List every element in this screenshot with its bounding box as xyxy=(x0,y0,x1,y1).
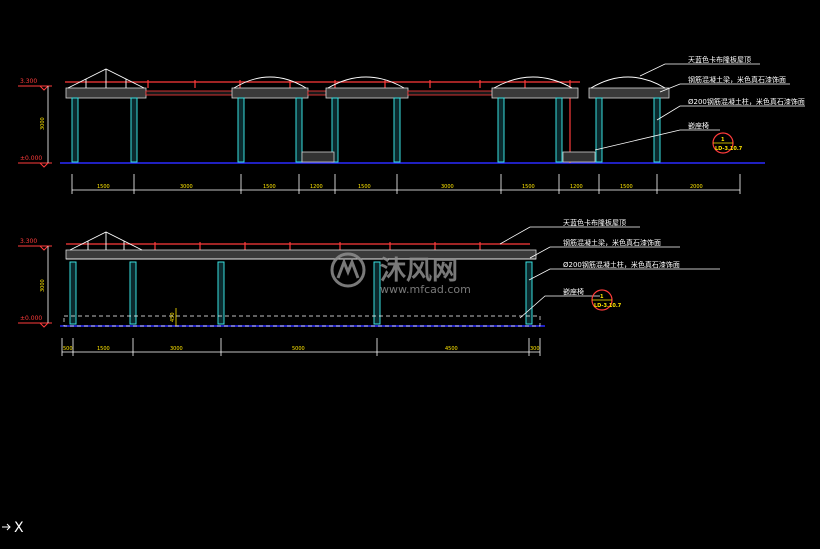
ucs-x-label: X xyxy=(14,520,24,536)
dim-text: 1500 xyxy=(358,184,371,190)
dim-text: 2000 xyxy=(690,184,703,190)
level-marker-top: 3.300 xyxy=(18,78,52,91)
elevation-bottom: 3.300 ±0.000 3000 xyxy=(18,218,720,356)
columns xyxy=(71,97,661,163)
level-marker-ground: ±0.000 xyxy=(18,155,52,168)
elevation-top: 3.300 ±0.000 3000 xyxy=(18,55,805,194)
dim-text: 1500 xyxy=(263,184,276,190)
dim-text: 1200 xyxy=(310,184,323,190)
beam-segments xyxy=(65,87,670,99)
callout-text: Ø200钢筋混凝土柱，米色真石漆饰面 xyxy=(688,97,805,106)
level-top-text: 3.300 xyxy=(20,238,37,245)
level-marker-ground: ±0.000 xyxy=(18,315,52,328)
level-ground-text: ±0.000 xyxy=(20,315,42,322)
callout-text: 天蓝色卡布隆板屋顶 xyxy=(688,55,751,64)
benches xyxy=(301,151,596,163)
callout-text: 嵌座椅 xyxy=(688,121,709,130)
dim-text: 1500 xyxy=(97,184,110,190)
mfcad-logo-icon xyxy=(330,252,366,288)
dim-text: 1500 xyxy=(620,184,633,190)
dim-text: 3000 xyxy=(180,184,193,190)
detail-tag[interactable]: 1 LD-3.10.7 xyxy=(712,132,743,154)
bench-outline xyxy=(63,315,541,327)
ucs-axis-icon: X xyxy=(2,520,24,536)
detail-tag[interactable]: 1 LD-3.10.7 xyxy=(591,289,622,311)
detail-tag-sheet: LD-3.10.7 xyxy=(594,303,622,309)
callouts: 天蓝色卡布隆板屋顶 钢筋混凝土梁，米色真石漆饰面 Ø200钢筋混凝土柱，米色真石… xyxy=(594,55,805,151)
detail-tag-number: 1 xyxy=(600,294,604,300)
callout-text: 钢筋混凝土梁，米色真石漆饰面 xyxy=(563,238,661,247)
dim-text: 1200 xyxy=(570,184,583,190)
dimension-chain: 500 1500 3000 5000 4500 300 xyxy=(61,338,541,356)
callout-text: Ø200钢筋混凝土柱，米色真石漆饰面 xyxy=(563,260,680,269)
watermark-brand: 沐风网 xyxy=(380,256,458,286)
side-dimension: 450 xyxy=(170,308,177,326)
dim-text: 3000 xyxy=(441,184,454,190)
columns xyxy=(69,261,533,325)
watermark-url: www.mfcad.com xyxy=(380,283,471,296)
beam xyxy=(65,249,537,260)
dim-text: 5000 xyxy=(292,346,305,352)
dim-text: 3000 xyxy=(170,346,183,352)
level-marker-top: 3.300 xyxy=(18,238,52,251)
roof-red-ticks xyxy=(154,242,481,250)
dimension-chain: 1500 3000 1500 1200 1500 3000 1500 1200 … xyxy=(71,174,741,194)
dim-text: 4500 xyxy=(445,346,458,352)
watermark: 沐风网 www.mfcad.com xyxy=(330,252,471,296)
roof-gable xyxy=(69,231,143,251)
detail-tag-number: 1 xyxy=(721,137,725,143)
callout-text: 钢筋混凝土梁，米色真石漆饰面 xyxy=(688,75,786,84)
dim-text: 300 xyxy=(530,346,540,352)
detail-tag-sheet: LD-3.10.7 xyxy=(715,146,743,152)
dim-text: 1500 xyxy=(522,184,535,190)
height-dimension: 3000 xyxy=(40,246,49,323)
height-dimension: 3000 xyxy=(40,86,49,163)
roof-gables xyxy=(67,68,666,89)
level-ground-text: ±0.000 xyxy=(20,155,42,162)
level-top-text: 3.300 xyxy=(20,78,37,85)
height-dim-text: 3000 xyxy=(40,117,46,130)
roof-red-ticks xyxy=(147,80,571,163)
side-dim-text: 450 xyxy=(170,312,176,322)
callouts: 天蓝色卡布隆板屋顶 钢筋混凝土梁，米色真石漆饰面 Ø200钢筋混凝土柱，米色真石… xyxy=(499,218,720,319)
dim-text: 1500 xyxy=(97,346,110,352)
callout-text: 嵌座椅 xyxy=(563,287,584,296)
dim-text: 500 xyxy=(63,346,73,352)
height-dim-text: 3000 xyxy=(40,279,46,292)
callout-text: 天蓝色卡布隆板屋顶 xyxy=(563,218,626,227)
